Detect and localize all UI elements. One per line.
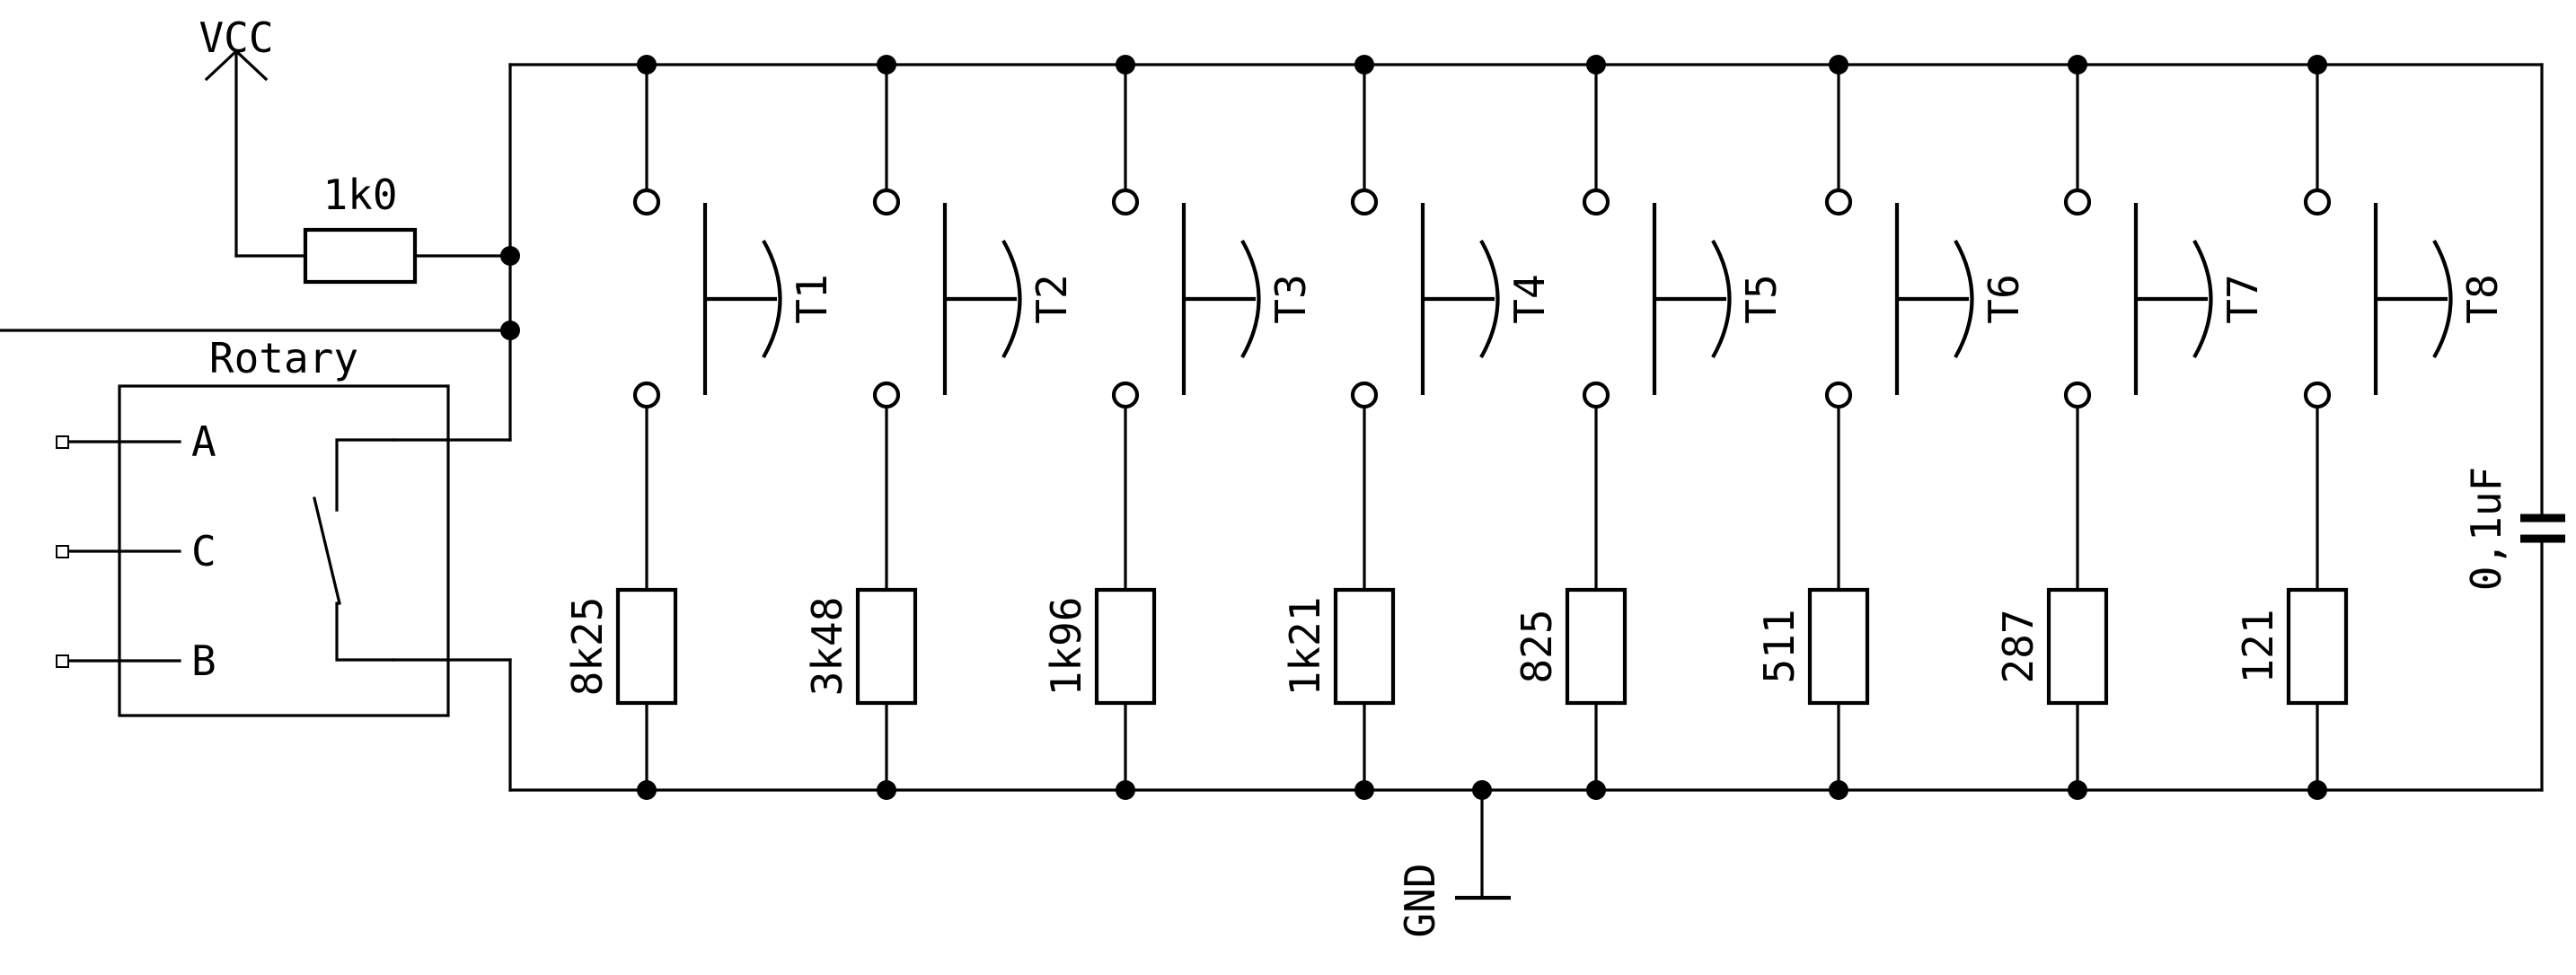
resistor-body: [1565, 587, 1628, 706]
ladder-branch: T4 1k21: [1281, 55, 1554, 800]
vcc-supply: VCC: [198, 13, 274, 258]
ground-connection: GND: [1396, 780, 1511, 938]
resistor-label: 825: [1513, 609, 1561, 683]
pushbutton-cap: [2192, 239, 2213, 359]
rotary-label: Rotary: [209, 334, 358, 382]
pushbutton-cap: [762, 239, 782, 359]
switch-label: T2: [1028, 274, 1076, 323]
switch-contact-top: [1582, 188, 1610, 216]
rails: [0, 63, 2544, 792]
junction-dot: [2068, 55, 2087, 75]
switch-label: T7: [2219, 274, 2267, 323]
junction-dot: [2307, 780, 2327, 800]
vcc-label: VCC: [198, 13, 273, 62]
junction-dot: [1116, 55, 1135, 75]
junction-dot: [1586, 780, 1606, 800]
ladder-branch: T5 825: [1513, 55, 1786, 800]
resistor-label: 1k21: [1281, 597, 1329, 697]
resistor-label: 8k25: [563, 597, 612, 697]
junction-dot: [1116, 780, 1135, 800]
rotary-contact-upper: [335, 438, 395, 512]
switch-label: T5: [1737, 274, 1786, 323]
switch-label: T6: [1980, 274, 2028, 323]
rotary-pin-a-terminal: [56, 435, 69, 449]
rotary-encoder: Rotary A C B: [56, 334, 512, 717]
resistor-body: [2286, 587, 2349, 706]
resistor-body: [855, 587, 918, 706]
ladder-branch: T8 121: [2234, 55, 2507, 800]
switch-label: T4: [1505, 274, 1554, 323]
switch-contact-bottom: [2063, 381, 2092, 409]
junction-dot: [2068, 780, 2087, 800]
ladder-branch: T3 1k96: [1042, 55, 1315, 800]
switch-contact-bottom: [2303, 381, 2332, 409]
junction-dot: [1354, 55, 1374, 75]
switch-label: T1: [788, 274, 836, 323]
junction-dot: [637, 55, 657, 75]
switch-contact-top: [1111, 188, 1140, 216]
ladder-branch: T2 3k48: [803, 55, 1076, 800]
resistor-label: 121: [2234, 609, 2282, 683]
switch-contact-bottom: [1111, 381, 1140, 409]
decoupling-capacitor: 0,1uF: [2462, 467, 2565, 591]
rotary-pin-b-label: B: [191, 637, 216, 685]
resistor-label: 3k48: [803, 597, 851, 697]
switch-contact-top: [1824, 188, 1853, 216]
switch-contact-bottom: [1582, 381, 1610, 409]
junction-dot: [500, 321, 520, 340]
junction-dot: [1472, 780, 1492, 800]
ladder-branch: T6 511: [1755, 55, 2028, 800]
switch-contact-top: [632, 188, 661, 216]
pushbutton-cap: [2432, 239, 2453, 359]
switch-label: T8: [2458, 274, 2507, 323]
ground-label: GND: [1396, 863, 1444, 937]
resistor-body: [1333, 587, 1396, 706]
resistor-body: [1807, 587, 1870, 706]
rotary-switch-blade: [313, 496, 341, 605]
switch-contact-top: [872, 188, 901, 216]
capacitor-label: 0,1uF: [2462, 467, 2510, 591]
pushbutton-cap: [1001, 239, 1022, 359]
junction-dot: [877, 780, 896, 800]
switch-contact-bottom: [1350, 381, 1379, 409]
switch-label: T3: [1266, 274, 1315, 323]
rotary-pin-b-terminal: [56, 654, 69, 668]
rotary-pin-a-label: A: [191, 417, 216, 466]
resistor-label: 1k96: [1042, 597, 1090, 697]
junction-dot: [1354, 780, 1374, 800]
ladder-branch: T1 8k25: [563, 55, 836, 800]
pullup-resistor-body: [303, 227, 418, 285]
junction-dot: [877, 55, 896, 75]
resistor-label: 511: [1755, 609, 1804, 683]
switch-contact-bottom: [872, 381, 901, 409]
switch-contact-top: [1350, 188, 1379, 216]
rotary-pin-c-terminal: [56, 545, 69, 558]
switch-contact-top: [2063, 188, 2092, 216]
pullup-resistor-label: 1k0: [322, 171, 397, 219]
junction-dot: [637, 780, 657, 800]
ladder-branch: T7 287: [1994, 55, 2267, 800]
junction-dot: [1586, 55, 1606, 75]
junction-dot: [2307, 55, 2327, 75]
rotary-pin-c-label: C: [191, 527, 216, 575]
pushbutton-cap: [1711, 239, 1732, 359]
switch-contact-bottom: [1824, 381, 1853, 409]
pullup-resistor: 1k0: [234, 171, 512, 285]
junction-dot: [500, 246, 520, 266]
resistor-body: [2046, 587, 2109, 706]
resistor-body: [615, 587, 678, 706]
switch-resistor-ladder: T18k25T23k48T31k96T41k21T5825T6511T7287T…: [563, 55, 2507, 800]
pushbutton-cap: [1954, 239, 1974, 359]
resistor-body: [1094, 587, 1157, 706]
pushbutton-cap: [1240, 239, 1261, 359]
resistor-label: 287: [1994, 609, 2042, 683]
rotary-contact-lower: [335, 602, 395, 662]
switch-contact-bottom: [632, 381, 661, 409]
switch-contact-top: [2303, 188, 2332, 216]
pushbutton-cap: [1479, 239, 1500, 359]
junction-dot: [1829, 55, 1848, 75]
junction-dot: [1829, 780, 1848, 800]
